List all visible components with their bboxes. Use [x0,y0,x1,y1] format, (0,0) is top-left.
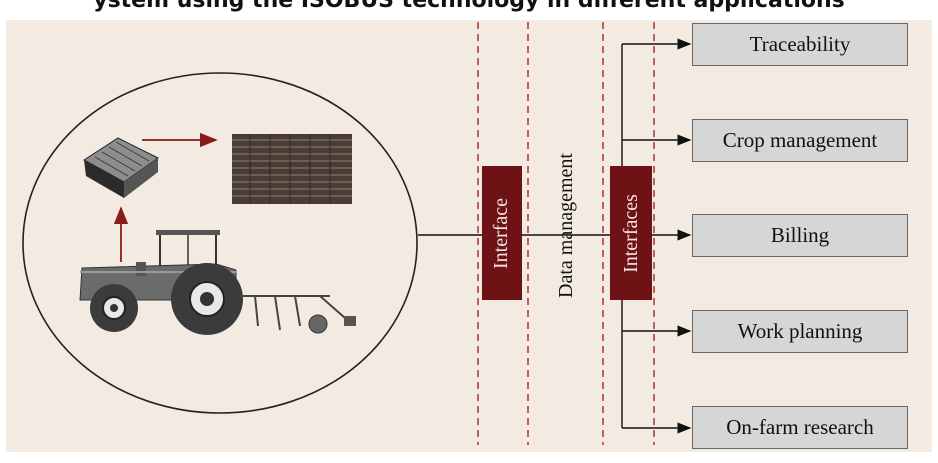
interface-label: Interface [491,197,514,268]
interface-box: Interface [482,166,522,300]
output-billing: Billing [692,214,908,257]
output-on-farm-research: On-farm research [692,406,908,449]
output-traceability: Traceability [692,23,908,66]
data-management-label: Data management [555,153,578,298]
field-map-icon [232,134,352,204]
output-work-planning: Work planning [692,310,908,353]
machine-ellipse [23,73,417,413]
data-management-area: Data management [546,110,586,340]
interfaces-box: Interfaces [610,166,652,300]
output-crop-management: Crop management [692,119,908,162]
terminal-icon [84,138,158,198]
interfaces-label: Interfaces [620,194,643,273]
